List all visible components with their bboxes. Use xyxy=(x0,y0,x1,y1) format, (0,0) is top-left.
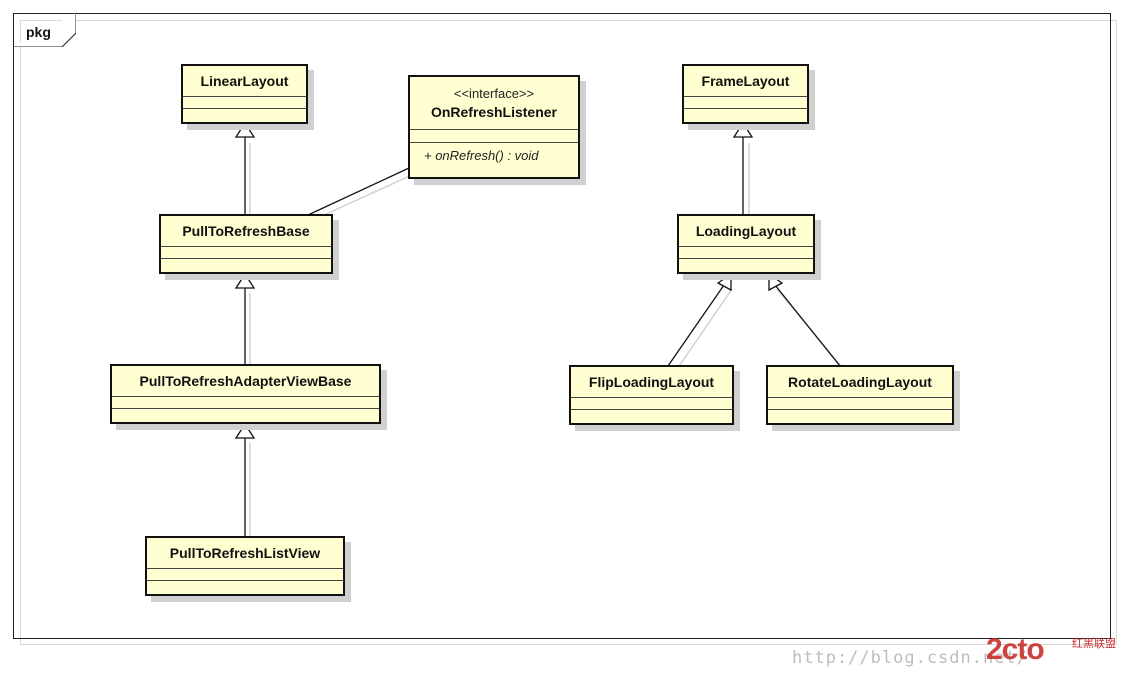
operation-compartment xyxy=(684,108,807,123)
package-label: pkg xyxy=(26,24,51,40)
class-on-refresh-listener[interactable]: <<interface>> OnRefreshListener + onRefr… xyxy=(408,75,580,179)
edge-rotate-to-loading xyxy=(774,284,841,367)
class-loading-layout[interactable]: LoadingLayout xyxy=(677,214,815,274)
attribute-compartment xyxy=(147,568,343,580)
class-name: LinearLayout xyxy=(200,73,289,89)
class-pull-to-refresh-list-view[interactable]: PullToRefreshListView xyxy=(145,536,345,596)
operation-compartment xyxy=(768,409,952,424)
attribute-compartment xyxy=(183,96,306,108)
attribute-compartment xyxy=(768,397,952,409)
attribute-compartment xyxy=(571,397,732,409)
operation-compartment xyxy=(571,409,732,424)
attribute-compartment xyxy=(679,246,813,258)
package-frame xyxy=(13,13,1111,639)
frame-shadow xyxy=(20,20,1117,645)
watermark-logo-sub: 红黑联盟 xyxy=(1072,637,1116,650)
class-name: PullToRefreshBase xyxy=(182,223,310,239)
watermark-logo: 2cto xyxy=(986,633,1045,666)
class-name: FrameLayout xyxy=(701,73,790,89)
arrowhead-loading-right xyxy=(768,272,784,292)
attribute-compartment xyxy=(684,96,807,108)
class-name: OnRefreshListener xyxy=(430,104,558,120)
edge-flip-to-loading xyxy=(667,284,725,367)
arrowhead-adapter xyxy=(234,422,256,439)
class-pull-to-refresh-adapter-view-base[interactable]: PullToRefreshAdapterViewBase xyxy=(110,364,381,424)
arrowhead-frame xyxy=(732,121,754,138)
class-name: PullToRefreshListView xyxy=(169,545,321,561)
class-flip-loading-layout[interactable]: FlipLoadingLayout xyxy=(569,365,734,425)
class-name: RotateLoadingLayout xyxy=(788,374,932,390)
class-rotate-loading-layout[interactable]: RotateLoadingLayout xyxy=(766,365,954,425)
class-name: PullToRefreshAdapterViewBase xyxy=(139,373,352,389)
operation-compartment xyxy=(112,408,379,423)
attribute-compartment xyxy=(112,396,379,408)
class-name: FlipLoadingLayout xyxy=(588,374,715,390)
class-linear-layout[interactable]: LinearLayout xyxy=(181,64,308,124)
package-tab xyxy=(13,13,76,47)
operation-compartment xyxy=(147,580,343,595)
class-frame-layout[interactable]: FrameLayout xyxy=(682,64,809,124)
attribute-compartment xyxy=(161,246,331,258)
operation-on-refresh: + onRefresh() : void xyxy=(424,148,539,163)
class-header: <<interface>> OnRefreshListener xyxy=(410,77,578,129)
class-pull-to-refresh-base[interactable]: PullToRefreshBase xyxy=(159,214,333,274)
arrowhead-loading-left xyxy=(716,272,732,292)
operation-compartment xyxy=(161,258,331,273)
class-name: LoadingLayout xyxy=(695,223,797,239)
attribute-compartment xyxy=(410,129,578,142)
edge-base-to-listener xyxy=(307,167,410,216)
operation-compartment xyxy=(679,258,813,273)
interface-stereotype: <<interface>> xyxy=(453,86,535,101)
operation-compartment xyxy=(183,108,306,123)
watermark-url: http://blog.csdn.net/ xyxy=(792,648,1028,668)
arrowhead-linear xyxy=(234,121,256,138)
operation-compartment: + onRefresh() : void xyxy=(410,142,578,177)
arrowhead-base xyxy=(234,272,256,289)
